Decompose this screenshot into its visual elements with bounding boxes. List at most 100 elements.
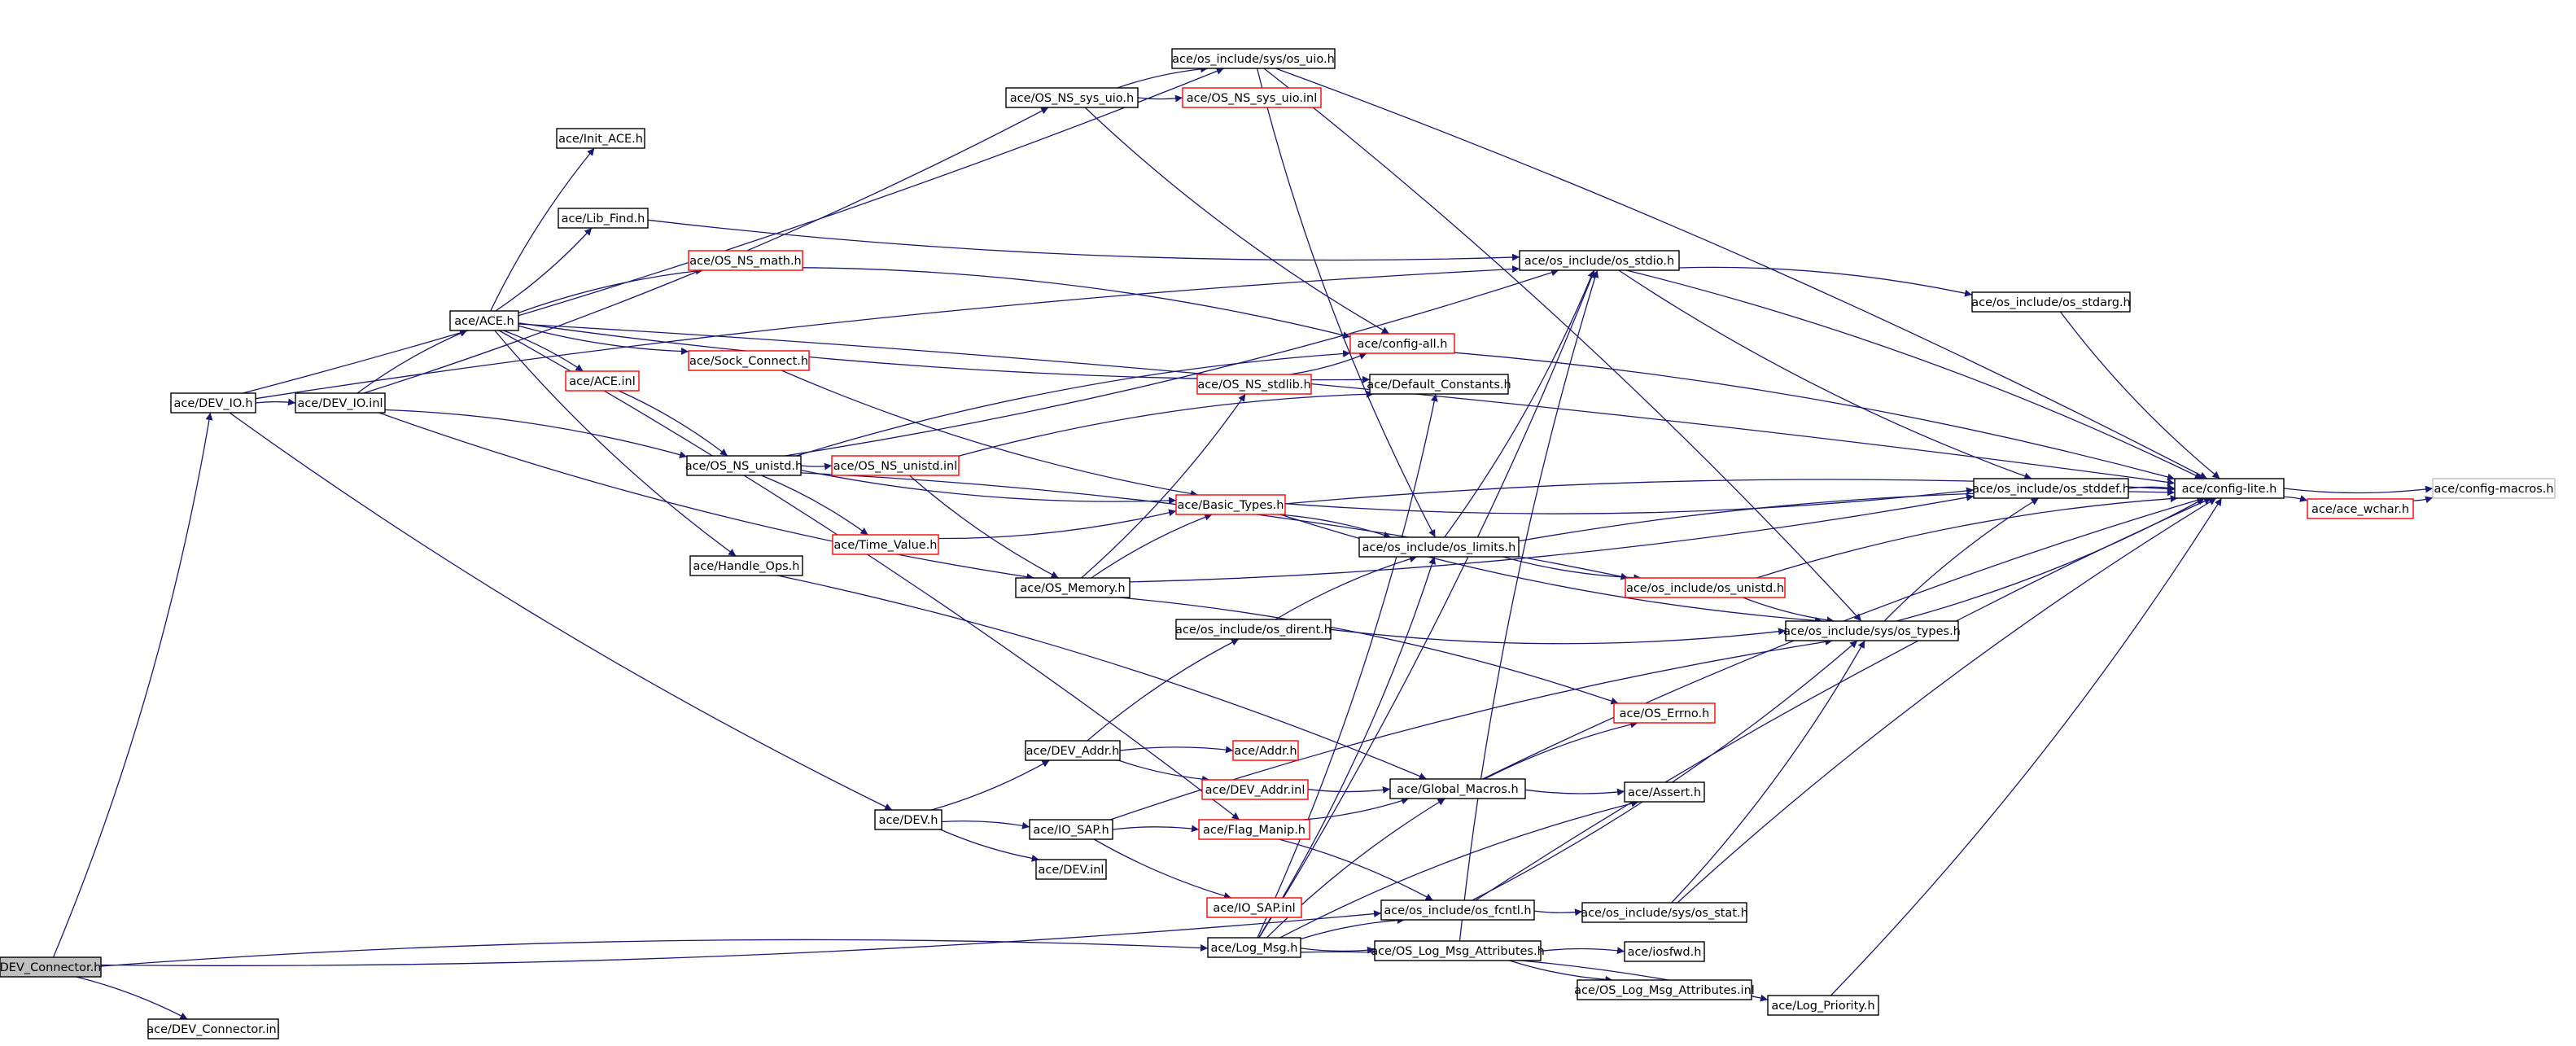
node-box[interactable] <box>1624 941 1705 962</box>
node-n36[interactable]: ace/DEV_Addr.inl <box>1201 779 1309 800</box>
node-box[interactable] <box>1581 902 1747 923</box>
node-n28[interactable]: ace/config-lite.h <box>2174 478 2285 499</box>
node-n43[interactable]: ace/IO_SAP.inl <box>1206 897 1302 918</box>
node-box[interactable] <box>1175 619 1332 640</box>
node-box[interactable] <box>1175 494 1286 515</box>
node-box[interactable] <box>832 534 939 555</box>
node-n19[interactable]: ace/OS_NS_stdlib.h <box>1196 374 1312 395</box>
node-n12[interactable]: ace/OS_NS_unistd.inl <box>831 455 960 476</box>
node-box[interactable] <box>1035 859 1107 880</box>
node-n31[interactable]: ace/os_include/os_unistd.h <box>1625 577 1786 598</box>
node-box[interactable] <box>556 128 645 149</box>
node-box[interactable] <box>170 392 256 414</box>
node-n27[interactable]: ace/os_include/os_stddef.h <box>1972 478 2130 499</box>
node-n4[interactable]: ace/DEV_IO.inl <box>295 392 386 414</box>
node-box[interactable] <box>1519 250 1680 271</box>
node-box[interactable] <box>1025 740 1121 761</box>
node-n13[interactable]: ace/Time_Value.h <box>832 534 939 555</box>
node-n40[interactable]: ace/IO_SAP.h <box>1029 819 1113 840</box>
node-box[interactable] <box>1973 478 2129 499</box>
node-n22[interactable]: ace/Basic_Types.h <box>1175 494 1286 515</box>
node-box[interactable] <box>449 310 519 331</box>
node-box[interactable] <box>1613 702 1716 724</box>
node-box[interactable] <box>1349 333 1455 354</box>
node-n15[interactable]: ace/OS_Memory.h <box>1015 577 1131 598</box>
node-n39[interactable]: ace/DEV.h <box>874 809 942 830</box>
node-n32[interactable]: ace/os_include/sys/os_types.h <box>1783 620 1961 641</box>
node-box[interactable] <box>688 350 810 371</box>
node-n26[interactable]: ace/os_include/os_stdarg.h <box>1971 291 2131 313</box>
node-n29[interactable]: ace/config-macros.h <box>2432 478 2556 499</box>
node-box[interactable] <box>1005 87 1139 108</box>
node-box[interactable] <box>1196 374 1312 395</box>
node-n44[interactable]: ace/os_include/os_fcntl.h <box>1380 899 1535 921</box>
node-box[interactable] <box>1358 536 1520 558</box>
node-box[interactable] <box>1201 779 1309 800</box>
node-box[interactable] <box>1206 897 1302 918</box>
node-n21[interactable]: ace/Default_Constants.h <box>1367 374 1511 395</box>
node-box[interactable] <box>1369 374 1509 395</box>
node-box[interactable] <box>1232 740 1299 761</box>
node-n49[interactable]: ace/OS_Log_Msg_Attributes.inl <box>1574 979 1755 1000</box>
node-box[interactable] <box>1029 819 1113 840</box>
node-n24[interactable]: ace/os_include/os_dirent.h <box>1175 619 1332 640</box>
node-n37[interactable]: ace/Global_Macros.h <box>1389 778 1526 799</box>
node-n20[interactable]: ace/config-all.h <box>1349 333 1455 354</box>
node-box[interactable] <box>2307 498 2414 519</box>
node-n6[interactable]: ace/Init_ACE.h <box>556 128 645 149</box>
node-n41[interactable]: ace/Flag_Manip.h <box>1198 819 1310 840</box>
node-n2[interactable]: ace/DEV_Connector.inl <box>147 1018 280 1039</box>
node-n48[interactable]: ace/iosfwd.h <box>1624 941 1705 962</box>
node-box[interactable] <box>147 1018 279 1039</box>
node-n42[interactable]: ace/DEV.inl <box>1035 859 1107 880</box>
node-box[interactable] <box>1380 899 1535 921</box>
node-box[interactable] <box>558 208 649 229</box>
node-box[interactable] <box>688 250 803 271</box>
node-n35[interactable]: ace/Addr.h <box>1232 740 1299 761</box>
node-n5[interactable]: ace/ACE.h <box>449 310 519 331</box>
node-n1[interactable]: DEV_Connector.h <box>0 956 102 978</box>
node-box[interactable] <box>295 392 386 414</box>
node-n16[interactable]: ace/OS_NS_sys_uio.h <box>1005 87 1139 108</box>
node-n9[interactable]: ace/Sock_Connect.h <box>688 350 810 371</box>
node-n14[interactable]: ace/Handle_Ops.h <box>689 555 803 576</box>
node-n18[interactable]: ace/os_include/sys/os_uio.h <box>1171 48 1336 69</box>
node-box[interactable] <box>1785 620 1959 641</box>
node-box[interactable] <box>1198 819 1310 840</box>
node-box[interactable] <box>0 956 102 978</box>
node-box[interactable] <box>1971 291 2131 313</box>
node-box[interactable] <box>1207 937 1301 958</box>
node-n23[interactable]: ace/os_include/os_limits.h <box>1358 536 1520 558</box>
node-box[interactable] <box>1577 979 1752 1000</box>
node-box[interactable] <box>831 455 960 476</box>
node-box[interactable] <box>565 370 640 392</box>
node-n3[interactable]: ace/DEV_IO.h <box>170 392 256 414</box>
node-n50[interactable]: ace/Log_Priority.h <box>1767 995 1879 1016</box>
node-box[interactable] <box>1389 778 1526 799</box>
node-n46[interactable]: ace/Log_Msg.h <box>1207 937 1301 958</box>
node-box[interactable] <box>2432 478 2556 499</box>
node-box[interactable] <box>1182 87 1322 108</box>
node-box[interactable] <box>1374 940 1542 961</box>
node-box[interactable] <box>689 555 803 576</box>
node-n17[interactable]: ace/OS_NS_sys_uio.inl <box>1182 87 1322 108</box>
node-box[interactable] <box>2174 478 2285 499</box>
node-box[interactable] <box>1171 48 1336 69</box>
node-n33[interactable]: ace/OS_Errno.h <box>1613 702 1716 724</box>
node-n11[interactable]: ace/OS_NS_unistd.h <box>685 455 803 476</box>
node-box[interactable] <box>1625 577 1786 598</box>
node-n34[interactable]: ace/DEV_Addr.h <box>1025 740 1121 761</box>
node-n30[interactable]: ace/ace_wchar.h <box>2307 498 2414 519</box>
node-n38[interactable]: ace/Assert.h <box>1624 781 1705 803</box>
node-box[interactable] <box>686 455 802 476</box>
node-n7[interactable]: ace/Lib_Find.h <box>558 208 649 229</box>
node-n8[interactable]: ace/OS_NS_math.h <box>688 250 803 271</box>
node-n10[interactable]: ace/ACE.inl <box>565 370 640 392</box>
node-box[interactable] <box>1767 995 1879 1016</box>
node-box[interactable] <box>1015 577 1131 598</box>
node-n25[interactable]: ace/os_include/os_stdio.h <box>1519 250 1680 271</box>
node-box[interactable] <box>1624 781 1705 803</box>
node-box[interactable] <box>874 809 942 830</box>
node-n45[interactable]: ace/os_include/sys/os_stat.h <box>1581 902 1748 923</box>
node-n47[interactable]: ace/OS_Log_Msg_Attributes.h <box>1371 940 1545 961</box>
